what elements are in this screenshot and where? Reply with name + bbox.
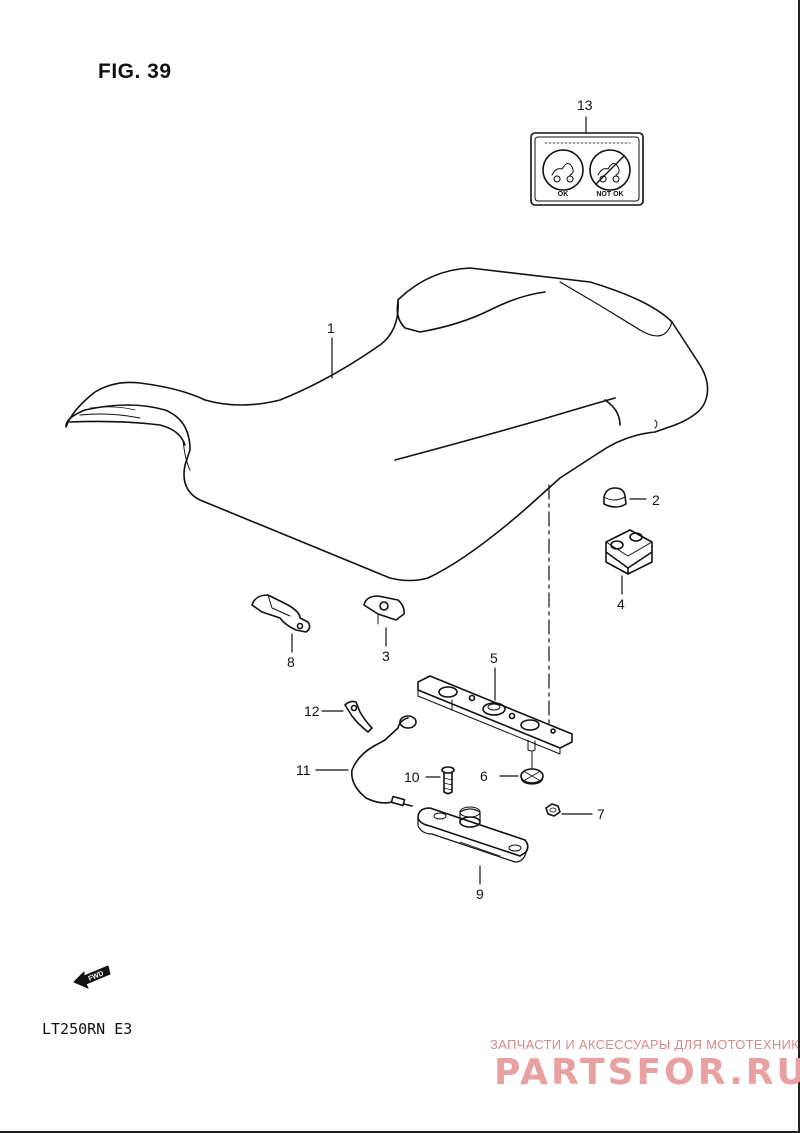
model-code: LT250RN E3 [42, 1020, 133, 1038]
part-6-grommet [520, 751, 544, 785]
label-caption-not-ok: NOT OK [596, 191, 623, 198]
watermark-logo: PARTSFOR.RU [494, 1052, 800, 1093]
callout-7: 7 [597, 806, 605, 822]
part-11-cable [350, 715, 417, 807]
watermark-tagline: ЗАПЧАСТИ И АКСЕССУАРЫ ДЛЯ МОТОТЕХНИКИ [490, 1037, 800, 1052]
callout-10: 10 [404, 769, 420, 785]
callout-4: 4 [617, 596, 625, 612]
callout-3: 3 [382, 648, 390, 664]
part-2-cushion [603, 487, 627, 508]
part-3-hook [363, 595, 405, 625]
part-7-nut [545, 803, 561, 817]
label-caption-ok: OK [558, 191, 569, 198]
part-5-lock-plate [417, 675, 573, 755]
callout-1: 1 [327, 320, 335, 336]
callout-6: 6 [480, 768, 488, 784]
right-border [798, 0, 800, 1133]
bottom-border [0, 1131, 800, 1133]
callout-2: 2 [652, 492, 660, 508]
part-13-warning-label: OK NOT OK [530, 132, 644, 206]
part-12-clamp [344, 700, 373, 733]
callout-13: 13 [577, 97, 593, 113]
part-9-lock-base [417, 806, 529, 863]
callout-12: 12 [304, 703, 320, 719]
callout-11: 11 [296, 762, 311, 778]
figure-title: FIG. 39 [98, 60, 172, 83]
fwd-arrow-icon: FWD [73, 965, 111, 989]
callout-8: 8 [287, 654, 295, 670]
part-8-bracket [251, 594, 311, 633]
callout-5: 5 [490, 650, 498, 666]
fwd-label: FWD [87, 970, 104, 982]
callout-9: 9 [476, 886, 484, 902]
part-1-seat [65, 267, 709, 582]
part-10-bolt [441, 766, 455, 795]
part-4-cushion-block [605, 529, 653, 575]
